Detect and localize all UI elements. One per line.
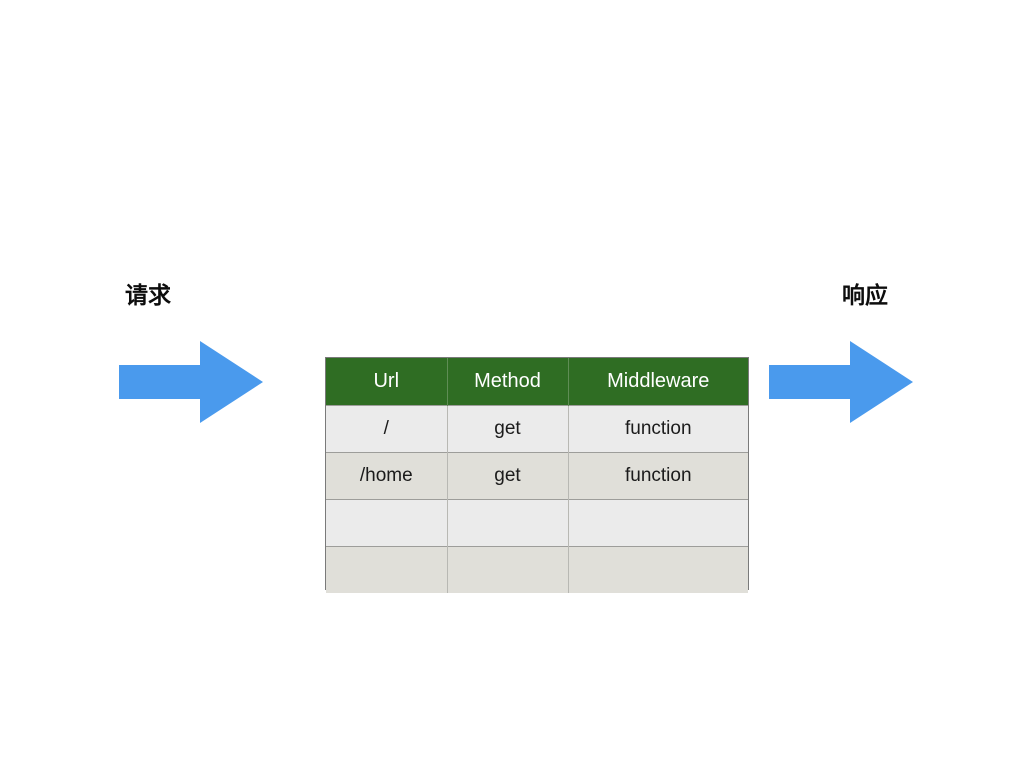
route-table: Url Method Middleware / get function /ho… — [325, 357, 749, 593]
table-row — [326, 499, 748, 547]
request-arrow — [119, 341, 263, 423]
table-row: / get function — [326, 405, 748, 453]
arrow-right-icon — [769, 341, 913, 423]
cell-middleware: function — [568, 405, 748, 453]
column-header-middleware: Middleware — [568, 358, 748, 406]
column-header-method: Method — [447, 358, 569, 406]
response-arrow — [769, 341, 913, 423]
table-row — [326, 546, 748, 593]
cell-method — [447, 499, 569, 547]
response-label: 响应 — [842, 283, 888, 309]
arrow-right-icon — [119, 341, 263, 423]
cell-middleware — [568, 546, 748, 593]
cell-method — [447, 546, 569, 593]
cell-url — [326, 499, 448, 547]
cell-middleware: function — [568, 452, 748, 500]
cell-url: / — [326, 405, 448, 453]
cell-method: get — [447, 405, 569, 453]
column-header-url: Url — [326, 358, 448, 406]
cell-middleware — [568, 499, 748, 547]
table-header-row: Url Method Middleware — [326, 358, 748, 406]
cell-url: /home — [326, 452, 448, 500]
cell-url — [326, 546, 448, 593]
request-label: 请求 — [125, 283, 171, 309]
table-row: /home get function — [326, 452, 748, 500]
cell-method: get — [447, 452, 569, 500]
